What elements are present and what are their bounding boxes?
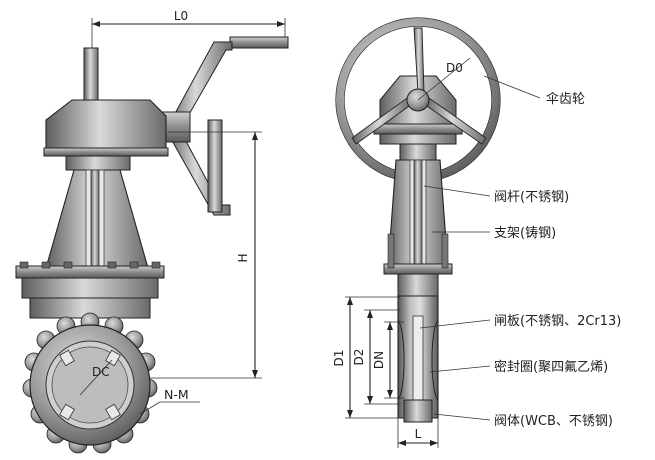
dc-label: DC [92, 365, 110, 379]
leader-gate [419, 319, 491, 329]
top-flange [15, 265, 165, 279]
nm-label: N-M [164, 387, 189, 402]
dn-arrow-bottom [387, 390, 393, 398]
crank-rib [207, 119, 223, 213]
l0-arrow-left [92, 21, 100, 27]
l-arrow-left [398, 440, 406, 446]
crank-grip [229, 36, 289, 49]
nm-leader [139, 401, 161, 415]
stem-mid [90, 169, 100, 269]
slot-4 [105, 403, 121, 421]
d0-leader [417, 57, 471, 101]
d0-label: D0 [446, 61, 463, 75]
part-seal-ring: 密封圈(聚四氟乙烯) [494, 359, 608, 375]
d2-label: D2 [352, 349, 366, 366]
gearbox-base [65, 155, 131, 171]
gate-plate [412, 315, 424, 403]
stem-nut [399, 143, 437, 161]
body-bottom [403, 399, 433, 423]
dn-label: DN [372, 351, 386, 369]
bolt-right [441, 233, 449, 269]
dc-leader [79, 359, 113, 396]
l0-label: L0 [174, 9, 188, 23]
d1-arrow-top [347, 297, 353, 305]
bevel-gear-flange [373, 123, 463, 135]
l0-arrow-right [277, 21, 285, 27]
l-label: L [415, 427, 422, 441]
gearbox-housing [45, 99, 167, 151]
bolt-left [387, 233, 395, 269]
seat-right [431, 319, 439, 401]
d1-label: D1 [332, 350, 346, 367]
packing-box [397, 273, 439, 297]
bonnet [21, 277, 159, 299]
bore-inner [51, 346, 129, 424]
part-body: 阀体(WCB、不锈钢) [494, 414, 613, 429]
slot-3 [59, 403, 75, 421]
leader-bevel-gear [483, 75, 541, 99]
h-arrow-bottom [252, 370, 258, 378]
crank-hub [161, 111, 191, 143]
part-bracket: 支架(铸钢) [494, 225, 556, 241]
slot-1 [59, 349, 75, 367]
stem-top [83, 47, 99, 105]
leader-seal-ring [429, 365, 491, 373]
flange-bolts [19, 261, 161, 269]
part-bevel-gear: 伞齿轮 [546, 91, 585, 107]
d2-arrow-top [367, 310, 373, 318]
d1-arrow-bottom [347, 410, 353, 418]
leader-body [433, 413, 491, 421]
right-view: D0 D1 D2 DN [332, 17, 621, 448]
h-label: H [236, 253, 250, 262]
part-gate: 闸板(不锈钢、2Cr13) [494, 314, 621, 329]
left-view: L0 [15, 9, 289, 454]
gearbox-flange [43, 147, 169, 157]
l-arrow-right [430, 440, 438, 446]
h-arrow-top [252, 132, 258, 140]
part-stem: 阀杆(不锈钢) [494, 190, 569, 205]
dn-arrow-top [387, 322, 393, 330]
slot-2 [105, 349, 121, 367]
seat-left [397, 319, 405, 401]
leader-stem [423, 185, 491, 197]
d2-arrow-bottom [367, 396, 373, 404]
bevel-gear-base [379, 133, 457, 145]
